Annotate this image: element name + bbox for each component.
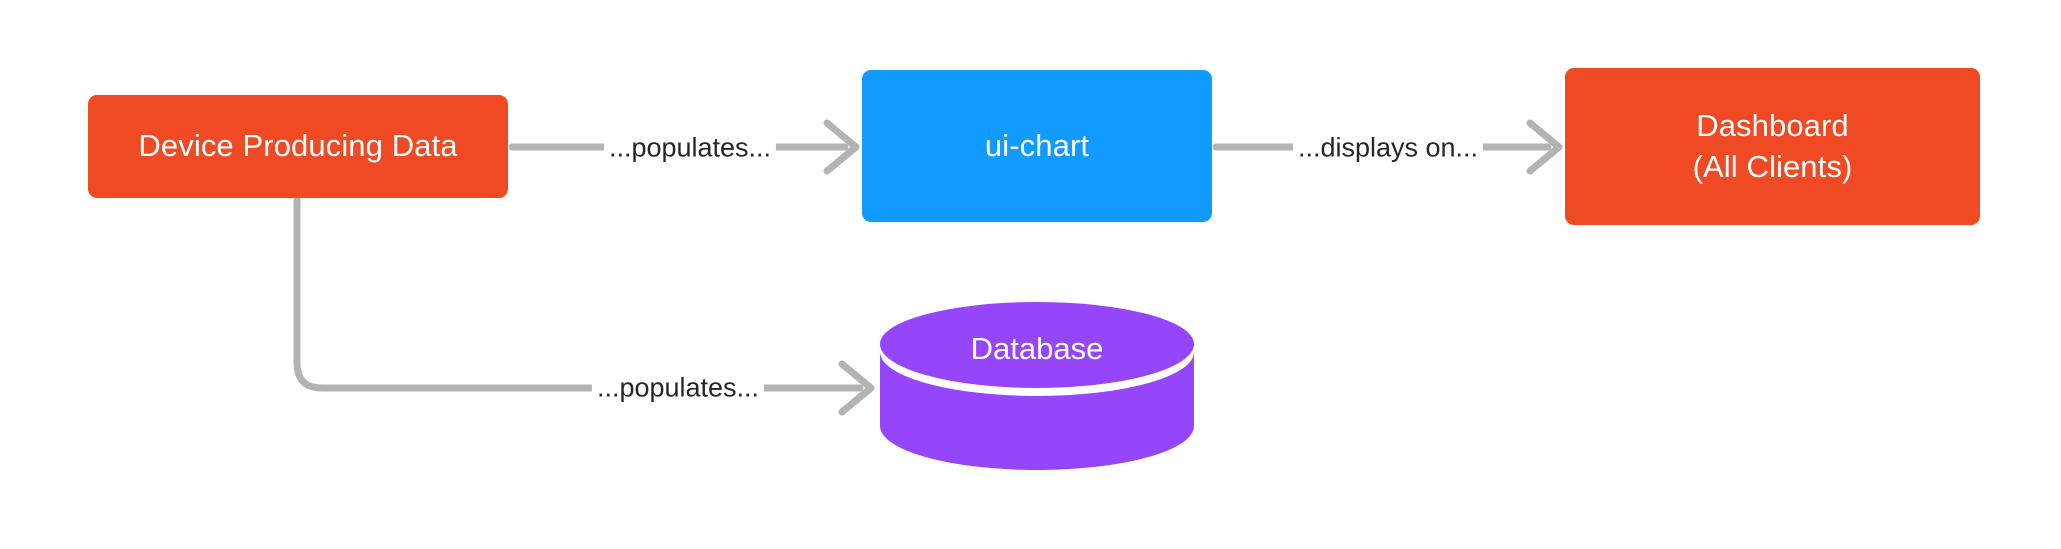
edge-device-to-database xyxy=(293,196,875,416)
edge-device-to-uichart xyxy=(508,119,860,175)
arrowhead-icon xyxy=(823,119,860,175)
arrowhead-icon xyxy=(1526,119,1563,175)
node-dashboard-all-clients[interactable]: Dashboard (All Clients) xyxy=(1565,68,1980,225)
edge-label-uichart-to-dashboard: ...displays on... xyxy=(1292,132,1484,164)
cylinder-shape-icon xyxy=(880,302,1194,470)
node-device-producing-data[interactable]: Device Producing Data xyxy=(88,95,508,198)
arrowhead-icon xyxy=(838,360,875,416)
node-database[interactable]: Database xyxy=(878,300,1196,470)
edge-label-device-to-uichart: ...populates... xyxy=(603,132,777,164)
cylinder-top xyxy=(880,302,1194,386)
edge-label-device-to-database: ...populates... xyxy=(591,372,765,404)
edge-elbow-path xyxy=(293,196,604,392)
cylinder-seam xyxy=(880,344,1194,396)
node-ui-chart[interactable]: ui-chart xyxy=(862,70,1212,222)
